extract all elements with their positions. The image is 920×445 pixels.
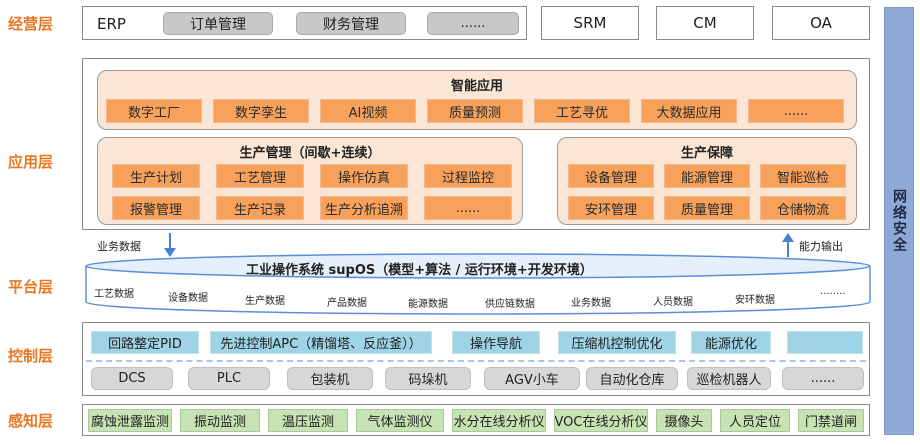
smart-application-title: 智能应用 <box>450 79 503 94</box>
production-support-item: 质量管理 <box>664 196 750 220</box>
down-arrow-icon <box>164 233 176 257</box>
control-device-item: 包装机 <box>287 367 373 390</box>
perception-item: 摄像头 <box>656 409 712 432</box>
production-management-panel: 生产管理（间歇+连续） 生产计划 工艺管理 操作仿真 过程监控 报警管理 生产记… <box>97 137 523 225</box>
layer-label-business: 经营层 <box>8 15 54 33</box>
perception-item: 气体监测仪 <box>356 409 444 432</box>
platform-data-item: ........ <box>820 286 846 297</box>
control-device-item: ...... <box>782 367 864 390</box>
layer-label-platform: 平台层 <box>8 278 54 296</box>
smart-app-item: AI视频 <box>320 99 416 123</box>
control-device-item: AGV小车 <box>484 367 580 390</box>
application-layer-box: 智能应用 数字工厂 数字孪生 AI视频 质量预测 工艺寻优 大数据应用 ....… <box>82 58 870 230</box>
erp-more: ...... <box>427 12 519 35</box>
control-device-item: 码垛机 <box>385 367 471 390</box>
production-mgmt-item: 生产分析追溯 <box>320 196 408 220</box>
platform-data-item: 能源数据 <box>408 299 448 310</box>
business-data-label: 业务数据 <box>97 240 141 253</box>
production-mgmt-item: 工艺管理 <box>216 164 304 188</box>
control-app-item: 能源优化 <box>691 331 771 354</box>
platform-data-item: 人员数据 <box>653 297 693 308</box>
order-management: 订单管理 <box>163 12 273 35</box>
production-support-item: 设备管理 <box>568 164 654 188</box>
network-security-label: 网络安全 <box>891 189 907 253</box>
layer-label-application: 应用层 <box>8 153 54 171</box>
platform-data-item: 生产数据 <box>245 296 285 307</box>
control-app-item: 先进控制APC（精馏塔、反应釜）） <box>210 331 432 354</box>
oa-box: OA <box>772 6 870 40</box>
perception-item: 人员定位 <box>720 409 790 432</box>
finance-management: 财务管理 <box>296 12 406 35</box>
control-device-item: 巡检机器人 <box>687 367 771 390</box>
perception-item: 门禁道闸 <box>798 409 864 432</box>
network-security-bar: 网络安全 <box>884 7 914 435</box>
perception-item: 水分在线分析仪 <box>452 409 546 432</box>
smart-application-panel: 智能应用 数字工厂 数字孪生 AI视频 质量预测 工艺寻优 大数据应用 ....… <box>97 70 857 130</box>
control-device-item: PLC <box>188 367 270 390</box>
control-app-item: 操作导航 <box>452 331 540 354</box>
production-mgmt-item: 报警管理 <box>112 196 200 220</box>
srm-box: SRM <box>541 6 639 40</box>
perception-item: VOC在线分析仪 <box>554 409 648 432</box>
perception-item: 腐蚀泄露监测 <box>88 409 172 432</box>
control-device-item: DCS <box>91 367 173 390</box>
platform-title: 工业操作系统 supOS（模型+算法 / 运行环境+开发环境） <box>246 263 593 278</box>
smart-app-item: 大数据应用 <box>641 99 737 123</box>
perception-item: 振动监测 <box>180 409 260 432</box>
smart-app-item: 数字孪生 <box>213 99 309 123</box>
layer-label-perception: 感知层 <box>8 412 54 430</box>
production-support-item: 仓储物流 <box>760 196 846 220</box>
production-management-title: 生产管理（间歇+连续） <box>239 146 381 161</box>
platform-data-item: 工艺数据 <box>94 289 134 300</box>
cm-box: CM <box>656 6 754 40</box>
smart-app-item: ...... <box>748 99 844 123</box>
control-app-item: 回路整定PID <box>91 331 199 354</box>
smart-app-item: 数字工厂 <box>106 99 202 123</box>
production-mgmt-item: 过程监控 <box>424 164 512 188</box>
production-support-item: 能源管理 <box>664 164 750 188</box>
layer-label-control: 控制层 <box>8 347 54 365</box>
control-device-item: 自动化仓库 <box>586 367 678 390</box>
platform-data-item: 业务数据 <box>571 298 611 309</box>
production-mgmt-item: 生产计划 <box>112 164 200 188</box>
platform-data-item: 安环数据 <box>735 295 775 306</box>
production-support-item: 智能巡检 <box>760 164 846 188</box>
capability-output-label: 能力输出 <box>799 240 843 253</box>
platform-data-item: 供应链数据 <box>485 299 535 310</box>
control-divider <box>86 360 866 362</box>
up-arrow-icon <box>782 233 794 257</box>
platform-cylinder <box>85 253 871 315</box>
production-support-item: 安环管理 <box>568 196 654 220</box>
perception-item: 温压监测 <box>268 409 348 432</box>
production-mgmt-item: 操作仿真 <box>320 164 408 188</box>
smart-app-item: 工艺寻优 <box>534 99 630 123</box>
control-app-item <box>787 331 863 354</box>
production-mgmt-item: ...... <box>424 196 512 220</box>
platform-data-item: 设备数据 <box>168 293 208 304</box>
control-app-item: 压缩机控制优化 <box>558 331 676 354</box>
production-support-title: 生产保障 <box>680 146 733 161</box>
erp-box: ERP 订单管理 财务管理 ...... <box>82 6 527 40</box>
production-mgmt-item: 生产记录 <box>216 196 304 220</box>
erp-label: ERP <box>97 15 126 33</box>
production-support-panel: 生产保障 设备管理 能源管理 智能巡检 安环管理 质量管理 仓储物流 <box>557 137 857 225</box>
smart-app-item: 质量预测 <box>427 99 523 123</box>
platform-data-item: 产品数据 <box>327 298 367 309</box>
